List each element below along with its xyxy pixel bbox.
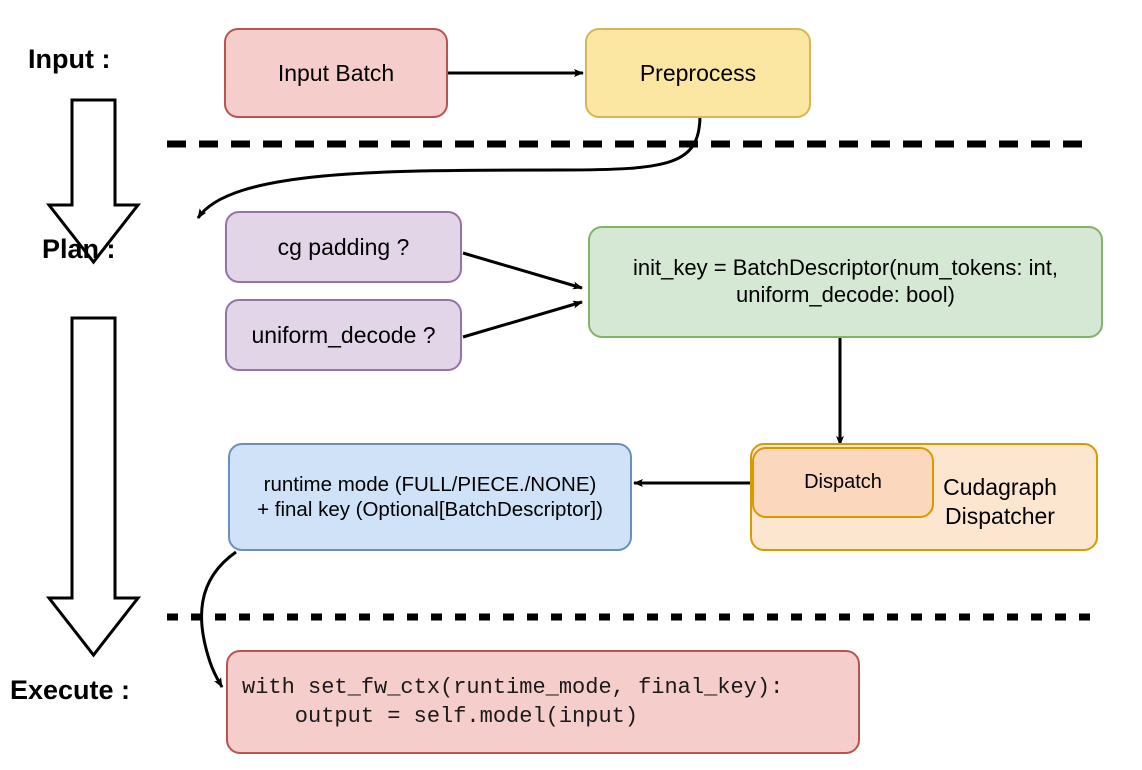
node-preprocess-label: Preprocess [639, 59, 757, 86]
node-cg-padding[interactable]: cg padding ? [225, 211, 462, 283]
node-runtime-mode[interactable]: runtime mode (FULL/PIECE./NONE) + final … [228, 443, 632, 551]
node-input-batch[interactable]: Input Batch [224, 28, 448, 118]
node-dispatch-label: Dispatch [804, 471, 882, 494]
edge-cg-padding-to-init-key [462, 251, 583, 290]
input-to-plan-arrow [45, 98, 142, 265]
edge-preprocess-to-cg-padding [196, 114, 702, 219]
node-code-block[interactable]: with set_fw_ctx(runtime_mode, final_key)… [226, 650, 860, 754]
node-cudagraph-dispatcher-label: Cudagraph Dispatcher [943, 474, 1057, 529]
node-init-key[interactable]: init_key = BatchDescriptor(num_tokens: i… [588, 226, 1103, 338]
node-cg-padding-label: cg padding ? [277, 233, 410, 260]
node-code-block-text: with set_fw_ctx(runtime_mode, final_key)… [242, 674, 784, 729]
node-runtime-mode-label: runtime mode (FULL/PIECE./NONE) + final … [257, 473, 603, 521]
node-input-batch-label: Input Batch [277, 59, 395, 86]
node-uniform-decode[interactable]: uniform_decode ? [225, 299, 462, 371]
node-dispatch[interactable]: Dispatch [752, 447, 934, 518]
node-preprocess[interactable]: Preprocess [585, 28, 811, 118]
node-init-key-label: init_key = BatchDescriptor(num_tokens: i… [633, 255, 1058, 307]
stage-label-plan: Plan : [42, 234, 116, 264]
stage-label-input: Input : [28, 44, 111, 74]
stage-label-execute: Execute : [10, 675, 131, 705]
node-uniform-decode-label: uniform_decode ? [251, 321, 436, 348]
edge-uniform-decode-to-init-key [462, 300, 583, 339]
plan-to-execute-arrow [45, 316, 142, 658]
edge-runtime-mode-to-code-block [200, 550, 237, 688]
